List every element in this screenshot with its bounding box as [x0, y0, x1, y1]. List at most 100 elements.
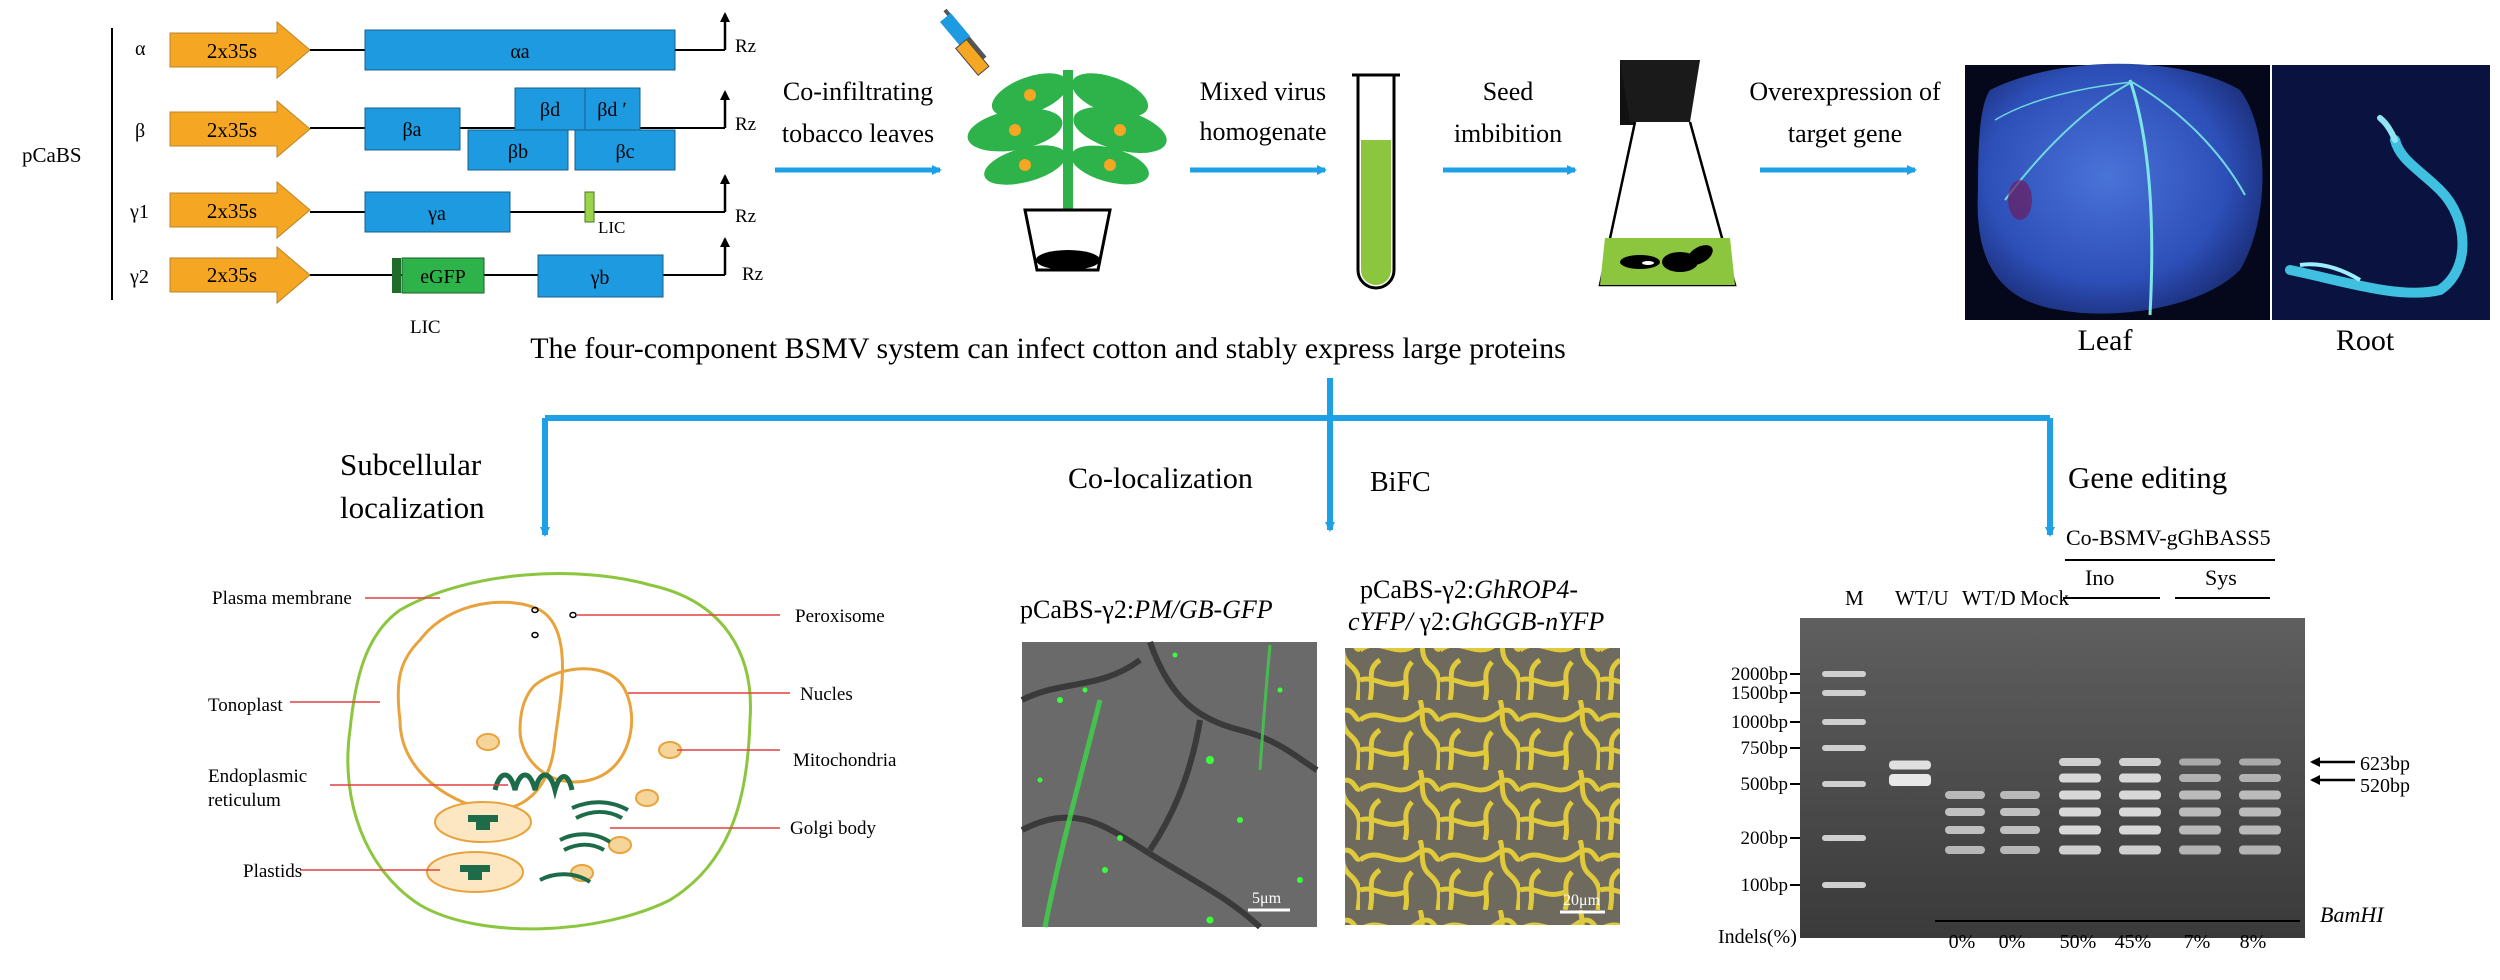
svg-text:βa: βa	[402, 119, 421, 141]
root-label: Root	[2336, 324, 2395, 357]
gel-band	[2000, 826, 2040, 834]
gel-band	[2059, 790, 2101, 800]
label-golgi: Golgi body	[790, 818, 877, 839]
micro-right-caption: pCaBS-γ2:GhROP4- cYFP/ γ2:GhGGB-nYFP	[1348, 575, 1604, 636]
branch-gene-editing: Gene editing	[2068, 460, 2227, 495]
plastid-icon	[426, 801, 532, 893]
svg-text:Rz: Rz	[735, 206, 756, 227]
promoter-arrow	[169, 99, 311, 159]
svg-text:βc: βc	[615, 141, 634, 163]
mitochondria-icon	[476, 733, 682, 882]
ladder-band	[1822, 882, 1866, 888]
gene-box-beta-d	[514, 87, 586, 131]
band-label-623: 623bp	[2360, 753, 2410, 775]
row-label-beta: β	[135, 120, 145, 142]
gel-band	[2059, 807, 2101, 817]
gene-box-beta-a	[364, 107, 461, 151]
label-plasma-membrane: Plasma membrane	[212, 588, 352, 609]
row-label-gamma2: γ2	[129, 266, 149, 288]
row-label-gamma1: γ1	[129, 201, 149, 223]
flask-icon	[1598, 60, 1737, 287]
ladder-band	[1822, 719, 1866, 725]
svg-text:γb: γb	[590, 267, 610, 289]
gel-band	[2119, 790, 2161, 800]
gel-band	[2119, 773, 2161, 783]
plasma-membrane	[346, 572, 752, 931]
cell-diagram: Plasma membrane Peroxisome Tonoplast Nuc…	[208, 572, 897, 931]
gel-lane-label: M	[1845, 586, 1864, 610]
leaf-label: Leaf	[2078, 324, 2133, 357]
construct-row-gamma1: γ1 2x35s γa LIC Rz	[129, 174, 756, 240]
construct-panel: pCaBS α 2x35s αa Rz β 2x35s βa βd βd ʹ	[22, 12, 763, 338]
svg-text:Rz: Rz	[735, 114, 756, 135]
scale-bar-right: 20μm	[1563, 892, 1601, 909]
svg-text:2x35s: 2x35s	[207, 118, 257, 142]
branch-connector	[540, 378, 2055, 537]
gel-band	[2239, 845, 2281, 855]
scale-bar-left: 5μm	[1252, 890, 1282, 907]
ladder-label: 200bp	[1741, 828, 1789, 849]
gel-band	[2119, 825, 2161, 835]
row-label-alpha: α	[135, 38, 146, 60]
indel-value: 7%	[2184, 931, 2211, 953]
summary-text: The four-component BSMV system can infec…	[530, 332, 1566, 365]
gel-band	[1889, 760, 1931, 770]
gel-lane-label: WT/U	[1895, 586, 1949, 610]
micrograph-yfp: 20μm	[1345, 648, 1620, 925]
promoter-arrow	[169, 20, 311, 80]
gel-band	[1945, 808, 1985, 816]
branch-bifc: BiFC	[1370, 467, 1431, 498]
gel-lane-label: Mock	[2020, 586, 2069, 610]
gel-bands	[1889, 758, 2281, 855]
gel-band	[2119, 807, 2161, 817]
construct-row-beta: β 2x35s βa βd βd ʹ βb βc Rz	[135, 87, 756, 171]
svg-text:βd ʹ: βd ʹ	[597, 99, 627, 121]
test-tube-icon	[1352, 73, 1400, 290]
gel-band	[2179, 758, 2221, 766]
ladder-label: 750bp	[1741, 738, 1789, 759]
gel-band	[2000, 808, 2040, 816]
plant-icon	[939, 8, 1167, 272]
nucleus	[518, 667, 633, 784]
lic-label: LIC	[598, 218, 625, 237]
label-tonoplast: Tonoplast	[208, 695, 283, 716]
gel-band	[2000, 791, 2040, 799]
label-mitochondria: Mitochondria	[793, 750, 897, 771]
ladder-band	[1822, 690, 1866, 696]
leaf-image	[1965, 63, 2270, 320]
svg-text:γa: γa	[427, 203, 446, 225]
gel-indels: 0%0%50%45%7%8%	[1949, 931, 2267, 953]
svg-text:βb: βb	[508, 141, 528, 163]
band-label-520: 520bp	[2360, 775, 2410, 797]
gene-box-beta-d-prime	[584, 87, 641, 131]
gene-box-beta-c	[574, 129, 676, 171]
gel-band	[2119, 845, 2161, 855]
construct-name: pCaBS	[22, 143, 82, 167]
label-nucleus: Nucles	[800, 684, 853, 705]
gel-band	[2239, 758, 2281, 766]
svg-text:eGFP: eGFP	[420, 266, 466, 288]
ladder-band	[1822, 781, 1866, 787]
indels-label: Indels(%)	[1718, 926, 1797, 948]
tonoplast	[396, 600, 564, 812]
construct-row-alpha: α 2x35s αa Rz	[135, 12, 756, 80]
root-image	[2272, 65, 2490, 320]
gel-band	[2239, 807, 2281, 817]
gel-image	[1800, 618, 2305, 938]
gel-band	[1945, 791, 1985, 799]
gel-group-ino: Ino	[2085, 565, 2114, 590]
ladder-label: 1000bp	[1731, 712, 1788, 733]
gel-band	[2059, 773, 2101, 783]
ladder-label: 500bp	[1741, 774, 1789, 795]
gel-band	[2239, 825, 2281, 835]
gel-band	[2179, 774, 2221, 782]
lic-label: LIC	[410, 317, 441, 338]
construct-row-gamma2: γ2 2x35s eGFP γb LIC Rz	[129, 237, 763, 338]
